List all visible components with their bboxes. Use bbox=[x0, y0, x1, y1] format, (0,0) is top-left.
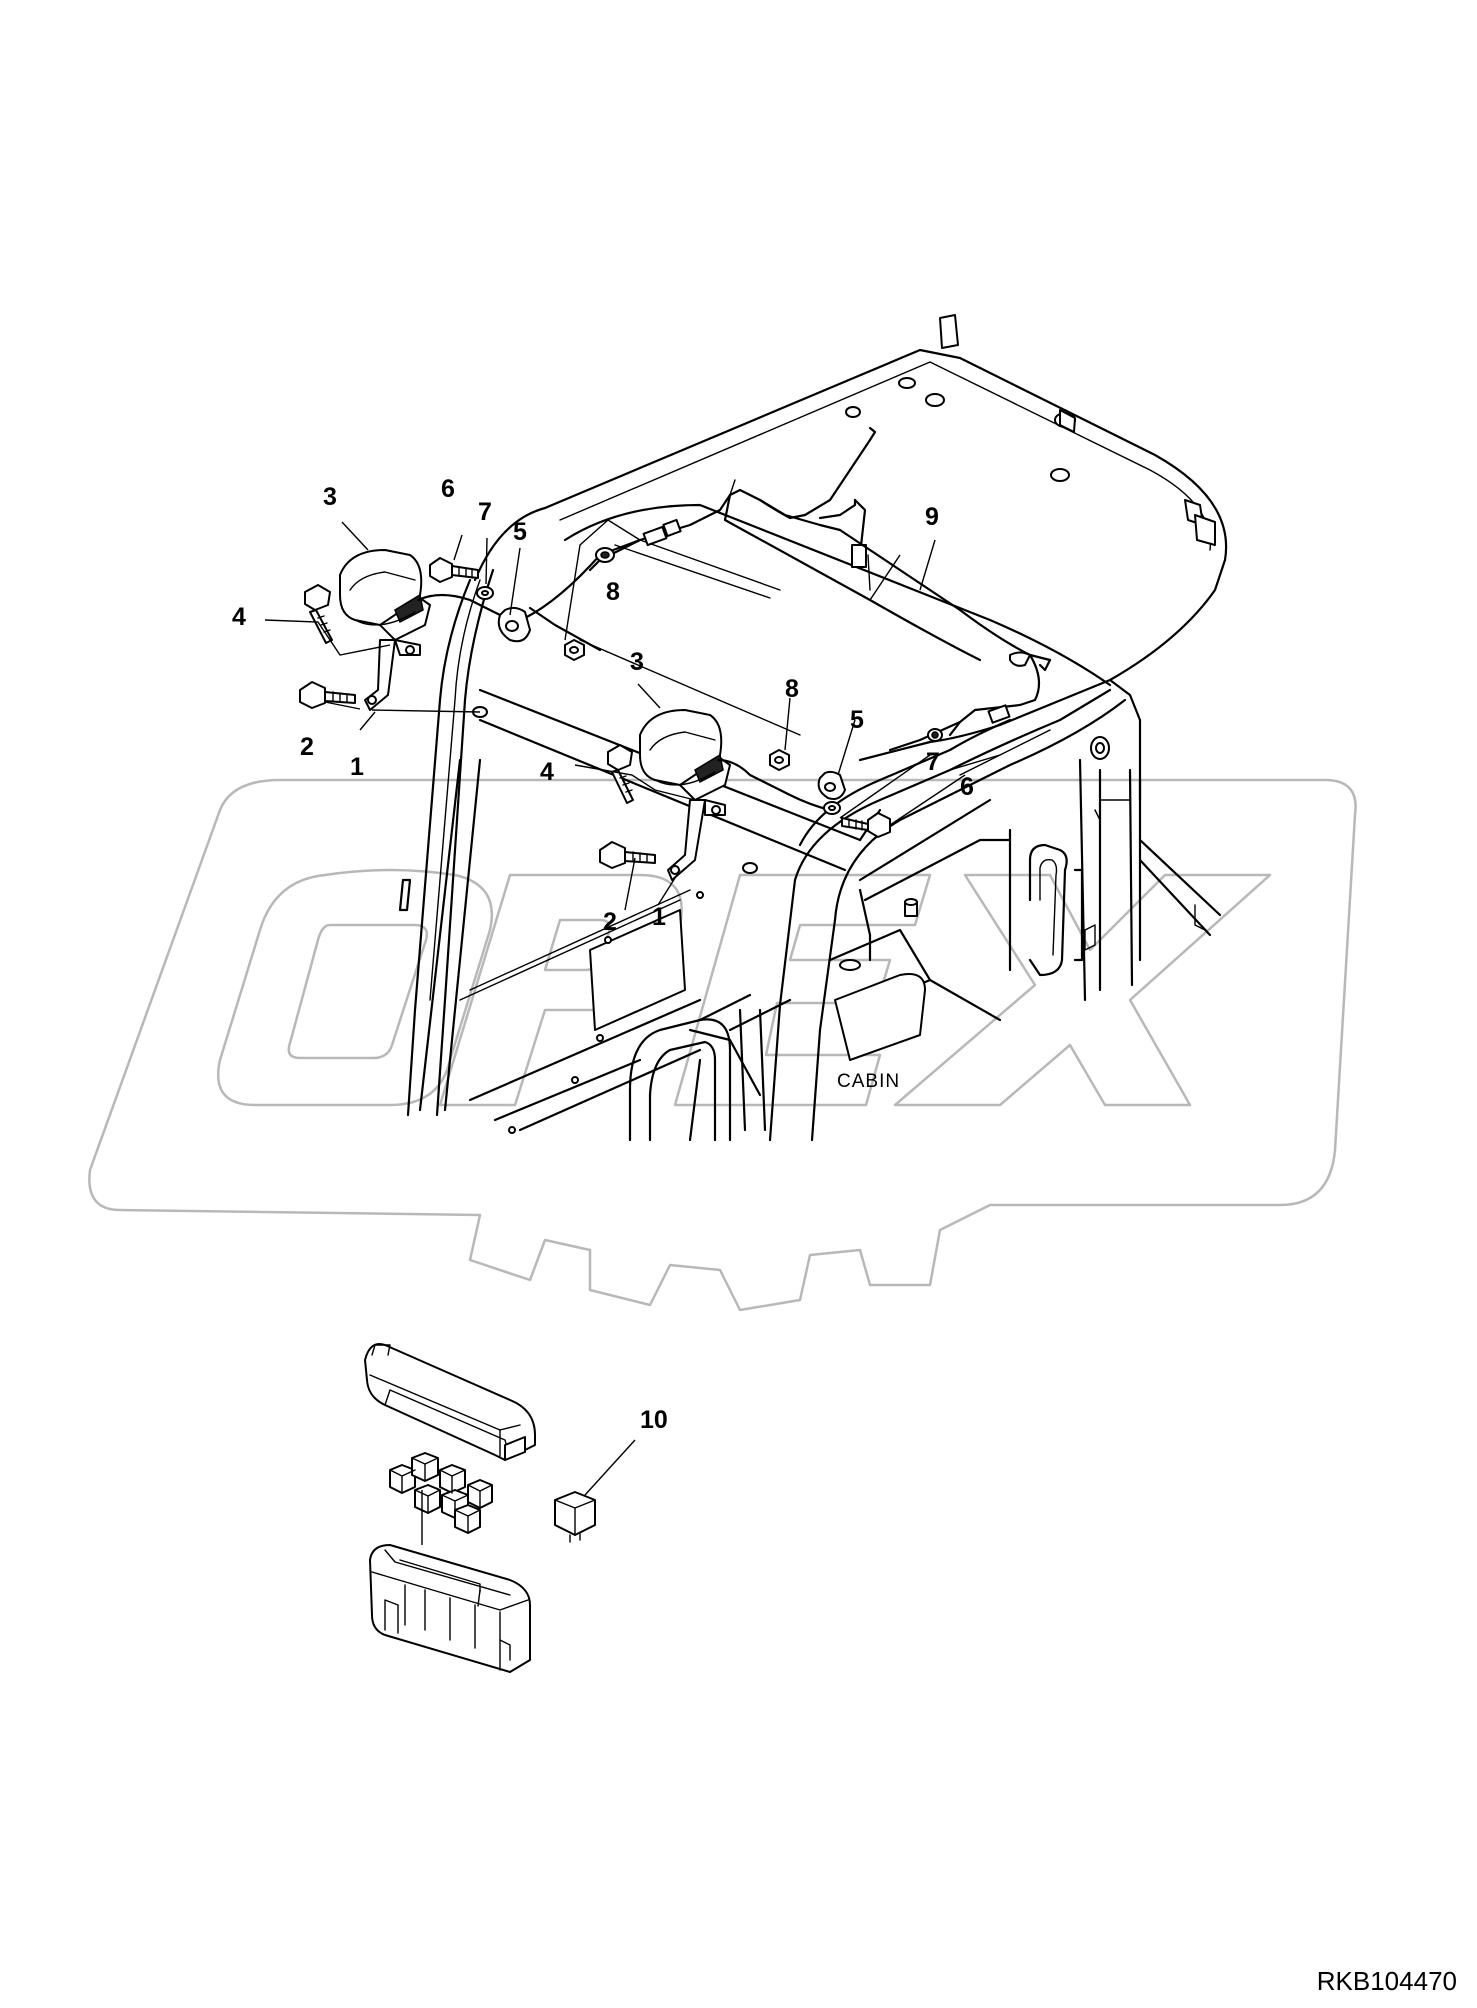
relay-box-base bbox=[369, 1544, 531, 1673]
opex-watermark-logo bbox=[88, 778, 1357, 1312]
cabin-frame bbox=[398, 314, 1228, 1142]
callout-2b: 2 bbox=[603, 908, 617, 936]
work-lamp-left bbox=[339, 549, 522, 641]
callout-4a: 4 bbox=[232, 603, 246, 631]
callout-6a: 6 bbox=[441, 475, 455, 503]
callout-8a: 8 bbox=[606, 578, 620, 606]
callout-7a: 7 bbox=[478, 498, 492, 526]
callout-8b: 8 bbox=[785, 675, 799, 703]
rear-right-pillar bbox=[768, 688, 1112, 1142]
grab-handle bbox=[1028, 843, 1068, 977]
callout-3b: 3 bbox=[630, 648, 644, 676]
relay-box-cover bbox=[364, 1343, 536, 1461]
nut-8-right bbox=[769, 749, 790, 771]
callout-1b: 1 bbox=[652, 903, 666, 931]
bolt-2-left bbox=[299, 681, 356, 709]
lamp-bracket-right bbox=[667, 799, 726, 881]
washer-7-right bbox=[823, 801, 841, 815]
callout-2a: 2 bbox=[300, 733, 314, 761]
relay-10 bbox=[554, 1491, 596, 1543]
drawing-code: RKB104470 bbox=[1317, 1966, 1457, 1996]
callouts: 3 6 7 5 8 4 2 1 9 3 8 5 4 7 6 2 1 10 bbox=[232, 475, 974, 1434]
grommet-5-right bbox=[817, 770, 846, 800]
nut-8-left bbox=[564, 639, 585, 661]
work-lamp-right bbox=[639, 709, 832, 812]
bolt-6-right bbox=[841, 812, 891, 838]
callout-3a: 3 bbox=[323, 483, 337, 511]
callout-7b: 7 bbox=[926, 748, 940, 776]
leader-lines bbox=[264, 519, 966, 1545]
callout-1a: 1 bbox=[350, 753, 364, 781]
washer-7-left bbox=[476, 586, 494, 600]
callout-5a: 5 bbox=[513, 518, 527, 546]
bolt-2-right bbox=[599, 841, 656, 869]
callout-4b: 4 bbox=[540, 758, 554, 786]
front-lower-panel bbox=[589, 909, 686, 1031]
bolt-4-right bbox=[607, 744, 634, 804]
callout-10: 10 bbox=[640, 1406, 668, 1434]
bolt-6-left bbox=[429, 557, 479, 583]
bolt-4-left bbox=[304, 584, 333, 644]
callout-6b: 6 bbox=[960, 773, 974, 801]
relay-cluster bbox=[389, 1452, 493, 1534]
callout-5b: 5 bbox=[850, 706, 864, 734]
cabin-roof-panel bbox=[543, 348, 1228, 762]
callout-9: 9 bbox=[925, 503, 939, 531]
cabin-label: CABIN bbox=[837, 1071, 900, 1092]
grommet-5-left bbox=[497, 606, 531, 643]
front-left-pillar bbox=[406, 578, 472, 1117]
lamp-bracket-left bbox=[364, 639, 421, 711]
